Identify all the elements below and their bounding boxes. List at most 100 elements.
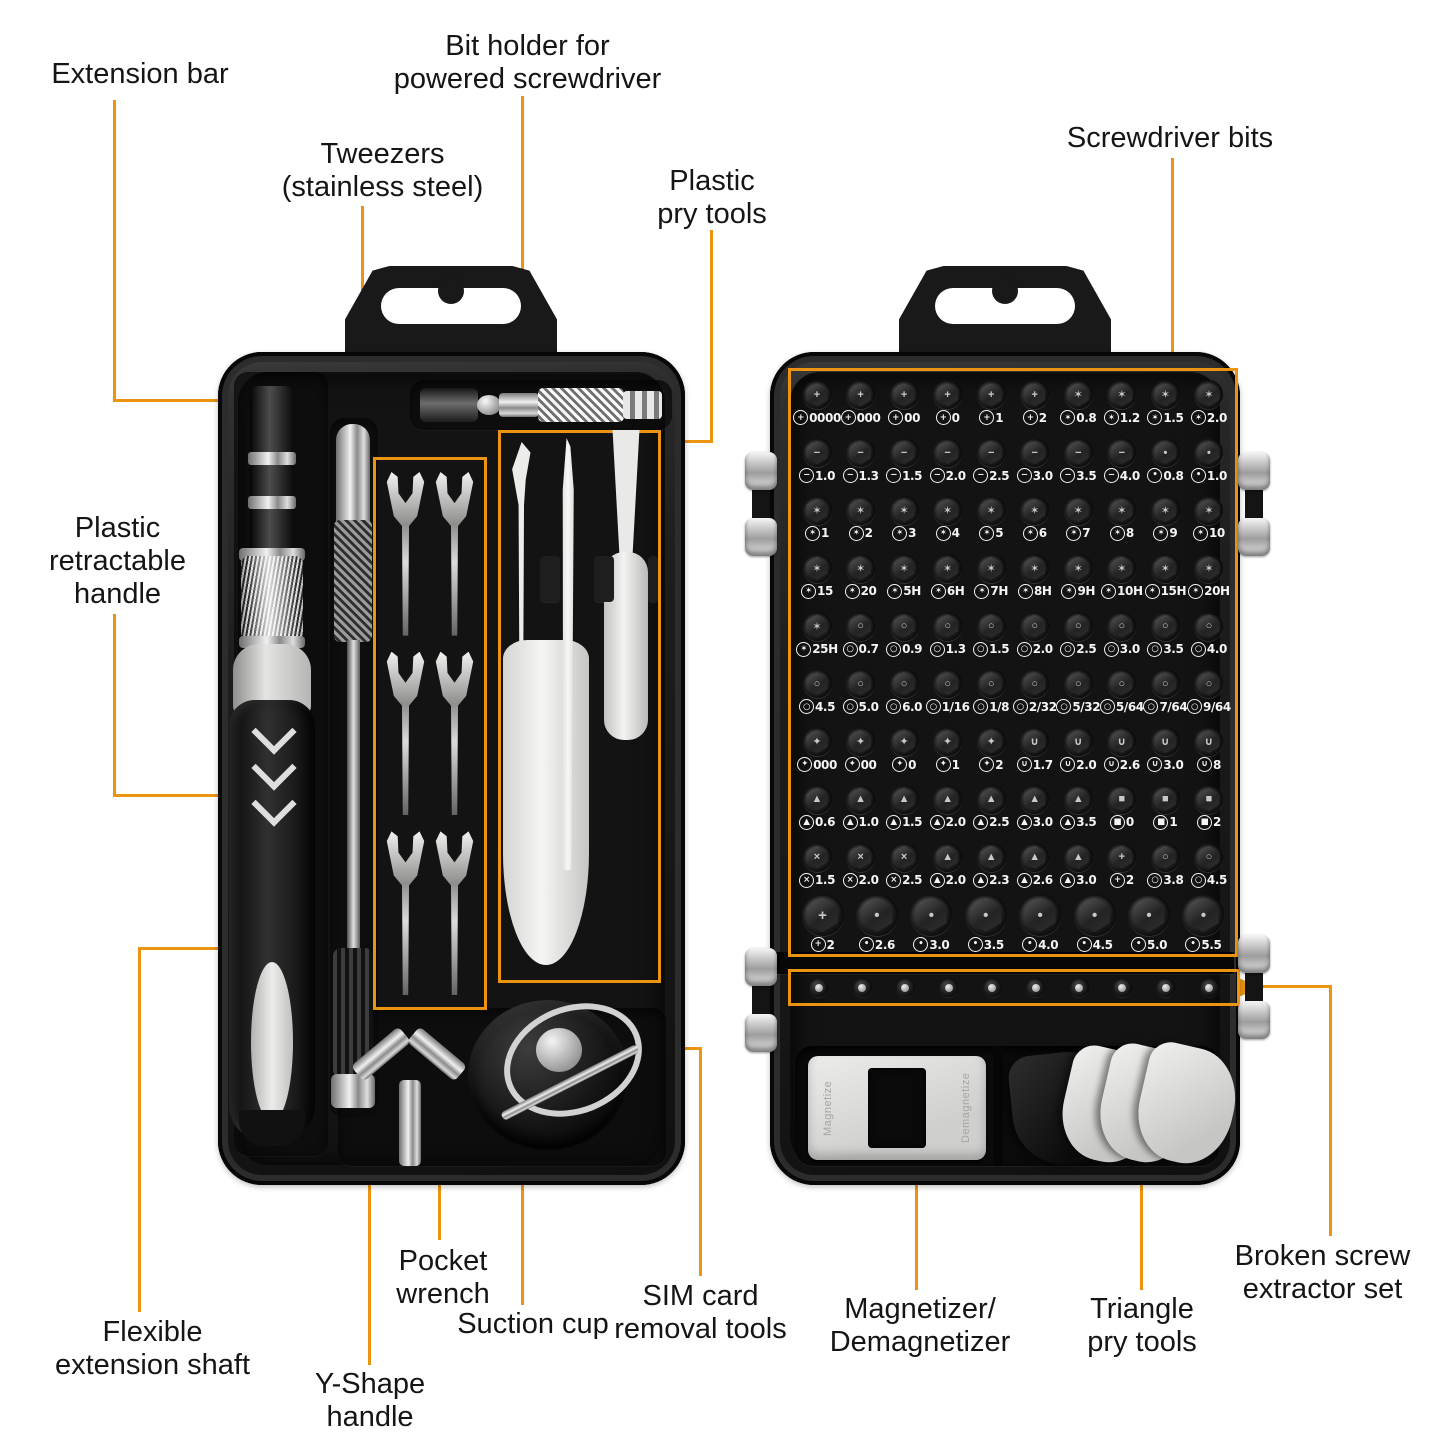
extension-bar xyxy=(250,386,294,562)
label-plastic-pry-tools: Plastic pry tools xyxy=(657,165,767,230)
magnetize-text: Magnetize xyxy=(822,1080,834,1136)
bit-size-label: ■1 xyxy=(1153,814,1178,830)
screwdriver-bit: −−3.5 xyxy=(1057,438,1099,484)
screwdriver-bit: ▲▲3.0 xyxy=(1057,842,1099,888)
extractor-bit xyxy=(1112,978,1132,997)
bit-socket: ✶ xyxy=(802,611,832,641)
extractor-bit xyxy=(939,978,959,997)
screwdriver-bit: ✶✶0.8 xyxy=(1057,380,1099,426)
bit-socket: + xyxy=(1020,380,1050,410)
bit-size-label: ○3.0 xyxy=(1103,641,1140,657)
bit-size-label: ✶2 xyxy=(848,525,873,541)
bit-size-label: •4.5 xyxy=(1076,937,1113,953)
bit-size-label: +0 xyxy=(935,410,960,426)
handle-grip-inlay xyxy=(251,962,293,1122)
bit-socket: × xyxy=(846,842,876,872)
screwdriver-bit: ••5.5 xyxy=(1177,894,1230,953)
bit-size-label: ✶3 xyxy=(892,525,916,541)
screwdriver-bit: −−1.3 xyxy=(840,438,882,484)
screwdriver-bit: ✶✶6 xyxy=(1014,495,1056,541)
bit-socket: ✶ xyxy=(846,495,876,525)
y-handle-stem xyxy=(399,1080,421,1166)
screwdriver-bit: ✶✶3 xyxy=(883,495,925,541)
bit-size-label: ✶10 xyxy=(1192,525,1225,541)
bit-socket: × xyxy=(889,842,919,872)
screwdriver-bit: ▲▲2.0 xyxy=(927,842,969,888)
bit-socket: ✶ xyxy=(1063,553,1093,583)
screwdriver-bit: −−3.0 xyxy=(1014,438,1056,484)
label-extension-bar: Extension bar xyxy=(51,58,229,90)
bit-size-label: ✶25H xyxy=(796,641,838,657)
bit-size-label: +00 xyxy=(888,410,920,426)
screwdriver-bit: ++2 xyxy=(1101,842,1143,888)
screwdriver-bit: ○○5/32 xyxy=(1056,669,1101,715)
screwdriver-bit: ✶✶2 xyxy=(840,495,882,541)
extractor-bit xyxy=(1026,978,1046,997)
bit-size-label: ✶7H xyxy=(974,583,1008,599)
bit-socket: ○ xyxy=(1150,611,1180,641)
bit-size-label: ■0 xyxy=(1109,814,1134,830)
bit-size-label: ▲2.3 xyxy=(973,872,1010,888)
screwdriver-bit: ++2 xyxy=(796,894,849,953)
bit-size-label: −3.0 xyxy=(1016,468,1053,484)
flexible-shaft-knurl xyxy=(334,520,372,642)
bit-socket: ○ xyxy=(933,611,963,641)
bit-size-label: ×2.5 xyxy=(886,872,923,888)
bit-size-label: −1.3 xyxy=(842,468,879,484)
pry-tool-pick xyxy=(562,438,574,870)
extension-bar-band xyxy=(248,496,296,509)
bit-socket: ○ xyxy=(889,611,919,641)
bit-size-label: ○2.5 xyxy=(1060,641,1097,657)
screwdriver-bit: ○○2.0 xyxy=(1014,611,1056,657)
extractor-bit xyxy=(852,978,872,997)
screwdriver-bit: ▲▲2.3 xyxy=(970,842,1012,888)
bit-socket: ■ xyxy=(1194,784,1224,814)
bit-size-label: ✶8 xyxy=(1109,525,1134,541)
label-tweezers: Tweezers (stainless steel) xyxy=(281,138,484,203)
bit-socket: + xyxy=(933,380,963,410)
bit-socket: − xyxy=(933,438,963,468)
bit-size-label: ∪3.0 xyxy=(1147,757,1184,773)
screwdriver-bit: ++000 xyxy=(840,380,882,426)
bit-socket: ▲ xyxy=(933,784,963,814)
bit-holder-neck xyxy=(499,393,539,417)
bit-socket: ✶ xyxy=(802,495,832,525)
bit-socket: ✦ xyxy=(846,727,876,757)
callout-line-extension-bar xyxy=(113,100,116,402)
bit-socket: ○ xyxy=(1194,611,1224,641)
screwdriver-bit: −−1.0 xyxy=(796,438,838,484)
bit-size-label: ∪2.0 xyxy=(1060,757,1097,773)
bit-socket: ▲ xyxy=(1063,842,1093,872)
bit-socket: ✶ xyxy=(976,553,1006,583)
tool-clip xyxy=(540,556,560,602)
bit-size-label: +2 xyxy=(1109,872,1134,888)
bit-size-label: ∪2.6 xyxy=(1103,757,1140,773)
bit-socket: ✦ xyxy=(933,727,963,757)
bit-socket: ▲ xyxy=(1063,784,1093,814)
bit-socket: ✶ xyxy=(976,495,1006,525)
screwdriver-bit: ✶✶20 xyxy=(840,553,882,599)
bit-size-label: +000 xyxy=(840,410,881,426)
screwdriver-bit: ++2 xyxy=(1014,380,1056,426)
screwdriver-bit: ■■1 xyxy=(1144,784,1186,830)
bit-socket: − xyxy=(1107,438,1137,468)
screwdriver-bit: ○○0.9 xyxy=(883,611,925,657)
bit-socket: − xyxy=(802,438,832,468)
screwdriver-bit: ××2.0 xyxy=(840,842,882,888)
screwdriver-bit: ✶✶25H xyxy=(796,611,838,657)
screwdriver-bit: ○○3.0 xyxy=(1101,611,1143,657)
plastic-pry-tools-box xyxy=(498,430,661,983)
bit-size-label: −2.5 xyxy=(973,468,1010,484)
screwdriver-bit: ▲▲1.5 xyxy=(883,784,925,830)
screwdriver-bit: ▲▲3.5 xyxy=(1057,784,1099,830)
bit-socket: ✶ xyxy=(1020,553,1050,583)
flexible-extension-shaft xyxy=(347,640,360,952)
bit-socket: ▲ xyxy=(889,784,919,814)
suction-cup xyxy=(468,1000,628,1150)
suction-cup-area xyxy=(466,983,660,1156)
handle-end-cap xyxy=(239,1110,305,1146)
hinge-barrel xyxy=(745,1014,777,1052)
screwdriver-bit: ○○4.0 xyxy=(1188,611,1230,657)
bit-socket: ✶ xyxy=(1150,380,1180,410)
screwdriver-bit: ✦✦000 xyxy=(796,727,838,773)
